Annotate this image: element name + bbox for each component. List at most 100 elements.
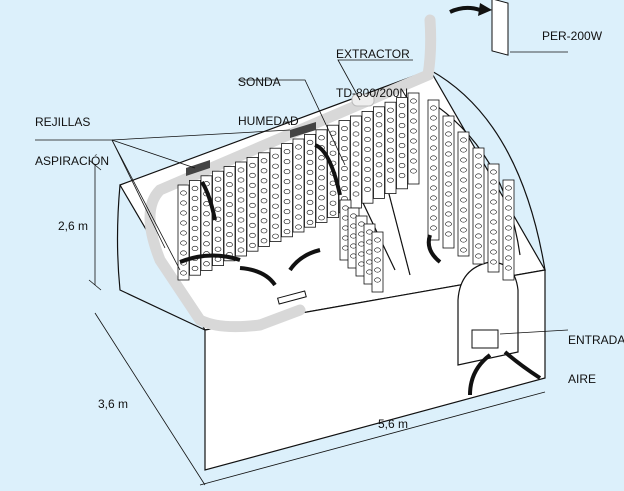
rack-cell xyxy=(398,133,406,139)
rack-cell xyxy=(490,259,497,265)
rack-cell xyxy=(398,153,406,159)
rack-cell xyxy=(410,168,417,174)
rack-cell xyxy=(180,210,187,216)
rack-cell xyxy=(460,147,467,153)
rack-cell xyxy=(180,190,187,196)
rack-cell xyxy=(191,225,199,231)
rack-cell xyxy=(398,103,406,109)
rack-cell xyxy=(283,189,291,195)
rack-cell xyxy=(505,235,512,241)
rack-cell xyxy=(272,213,279,219)
label-extractor: EXTRACTOR TD-800/200N xyxy=(336,22,410,113)
rack-cell xyxy=(272,223,279,229)
rack-cell xyxy=(445,211,452,217)
rack-cell xyxy=(505,255,512,261)
rack-cell xyxy=(364,146,371,152)
label-per: PER-200W xyxy=(542,29,603,43)
rack-cell xyxy=(329,190,337,196)
rack-cell xyxy=(387,147,394,153)
rack-cell xyxy=(203,221,210,227)
rack-cell xyxy=(460,157,467,163)
rack-cell xyxy=(249,202,256,208)
rack-cell xyxy=(460,227,467,233)
rack-cell xyxy=(445,201,452,207)
label-rejillas-line1: REJILLAS xyxy=(35,115,91,129)
rack-cell xyxy=(475,193,482,199)
rack-cell xyxy=(203,231,210,237)
rack-column xyxy=(212,170,224,266)
rack-cell xyxy=(430,175,437,181)
rack-column xyxy=(472,147,485,265)
rack-cell xyxy=(318,185,325,191)
rack-cell xyxy=(249,192,256,198)
rack-cell xyxy=(283,149,291,155)
rack-cell xyxy=(180,200,187,206)
rack-cell xyxy=(329,210,337,216)
airflow-arrow xyxy=(468,353,492,396)
rack-cell xyxy=(352,131,360,137)
rack-cell xyxy=(318,215,325,221)
rack-cell xyxy=(445,221,452,227)
rack-column xyxy=(269,147,282,242)
dimension-height: 2,6 m xyxy=(58,219,89,233)
label-sonda: SONDA HUMEDAD xyxy=(238,50,299,141)
rack-cell xyxy=(375,182,383,188)
rack-cell xyxy=(226,192,233,198)
rack-column xyxy=(235,161,247,257)
rack-cell xyxy=(306,179,314,185)
rack-cell xyxy=(329,200,337,206)
rack-column xyxy=(246,156,259,252)
rack-cell xyxy=(272,183,279,189)
rack-cell xyxy=(398,173,406,179)
rack-cell xyxy=(445,131,452,137)
airflow-arrow xyxy=(449,5,481,14)
rack-cell xyxy=(260,178,268,184)
rack-cell xyxy=(237,167,245,173)
rack-cell xyxy=(306,199,314,205)
rack-cell xyxy=(374,257,381,263)
left-wall xyxy=(116,184,206,331)
rack-cell xyxy=(430,105,437,111)
rack-cell xyxy=(445,231,452,237)
rack-cell xyxy=(375,112,383,118)
rack-cell xyxy=(260,188,268,194)
rack-column xyxy=(223,166,236,262)
rack-cell xyxy=(490,209,497,215)
rack-cell xyxy=(283,199,291,205)
rack-cell xyxy=(295,194,302,200)
rack-cell xyxy=(445,171,452,177)
rack-column xyxy=(487,163,500,273)
rack-cell xyxy=(283,219,291,225)
rack-cell xyxy=(398,163,406,169)
rack-column xyxy=(304,133,316,228)
rack-cell xyxy=(226,232,233,238)
rack-cell xyxy=(490,189,497,195)
rack-cell xyxy=(505,245,512,251)
rack-cell xyxy=(249,212,256,218)
rack-cell xyxy=(272,153,279,159)
rack-cell xyxy=(364,136,371,142)
rack-cell xyxy=(475,163,482,169)
airflow-arrow xyxy=(288,248,321,272)
rack-column xyxy=(281,143,293,238)
rack-cell xyxy=(460,217,467,223)
rack-cell xyxy=(306,189,314,195)
suction-grille xyxy=(290,122,316,138)
label-entrada: ENTRADA AIRE xyxy=(568,308,624,399)
rack-cell xyxy=(387,127,394,133)
rack-cell xyxy=(260,158,268,164)
rack-cell xyxy=(249,172,256,178)
rack-cell xyxy=(430,135,437,141)
airflow-arrow xyxy=(200,180,217,221)
rack-cell xyxy=(490,239,497,245)
rack-cell xyxy=(306,209,314,215)
rack-cell xyxy=(445,141,452,147)
rack-cell xyxy=(329,150,337,156)
rack-cell xyxy=(272,233,279,239)
airflow-arrow xyxy=(179,253,241,264)
rack-cell xyxy=(283,229,291,235)
rack-cell xyxy=(387,177,394,183)
rack-cell xyxy=(214,236,222,242)
rack-cell xyxy=(191,205,199,211)
rack-cell xyxy=(341,166,348,172)
